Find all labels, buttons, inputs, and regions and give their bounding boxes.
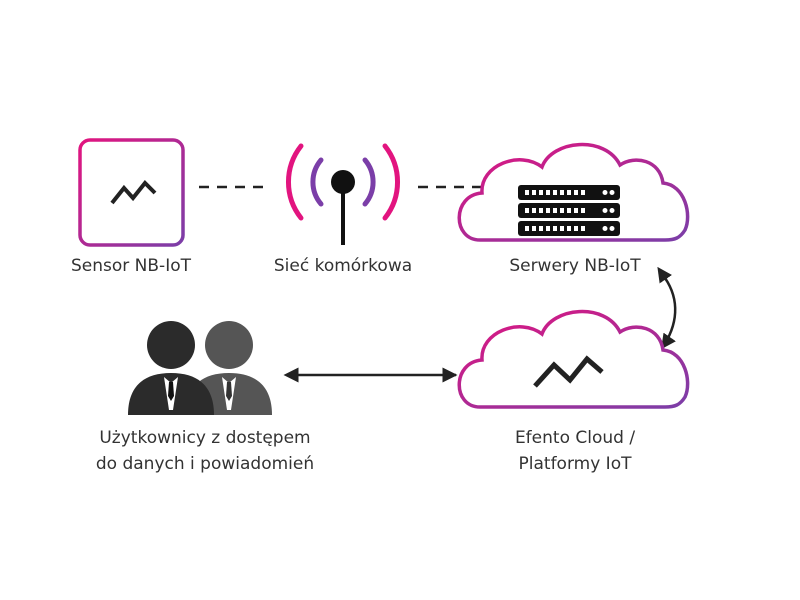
cloud-node	[457, 309, 690, 409]
cloud-label-line1: Efento Cloud /	[514, 428, 636, 448]
users-icon	[128, 321, 272, 415]
users-label-line1: Użytkownicy z dostępem	[99, 428, 311, 448]
cloud-label-line2: Platformy IoT	[518, 454, 632, 474]
users-label-line2: do danych i powiadomień	[95, 454, 315, 474]
servers-cloud-arrow	[657, 266, 677, 350]
waveform-icon	[533, 355, 604, 388]
servers-node	[457, 142, 690, 242]
sensor-frame	[78, 138, 185, 247]
cloud-icon	[457, 309, 690, 409]
antenna-icon	[286, 143, 400, 245]
sensor-node	[78, 138, 185, 247]
server-rack-icon	[518, 185, 620, 236]
users-label: Użytkownicy z dostępem do danych i powia…	[70, 425, 340, 477]
cloud-label: Efento Cloud / Platformy IoT	[490, 425, 660, 477]
waveform-icon	[110, 180, 157, 205]
network-label: Sieć komórkowa	[273, 256, 413, 276]
sensor-label: Sensor NB-IoT	[71, 256, 191, 276]
servers-label: Serwery NB-IoT	[509, 256, 641, 276]
